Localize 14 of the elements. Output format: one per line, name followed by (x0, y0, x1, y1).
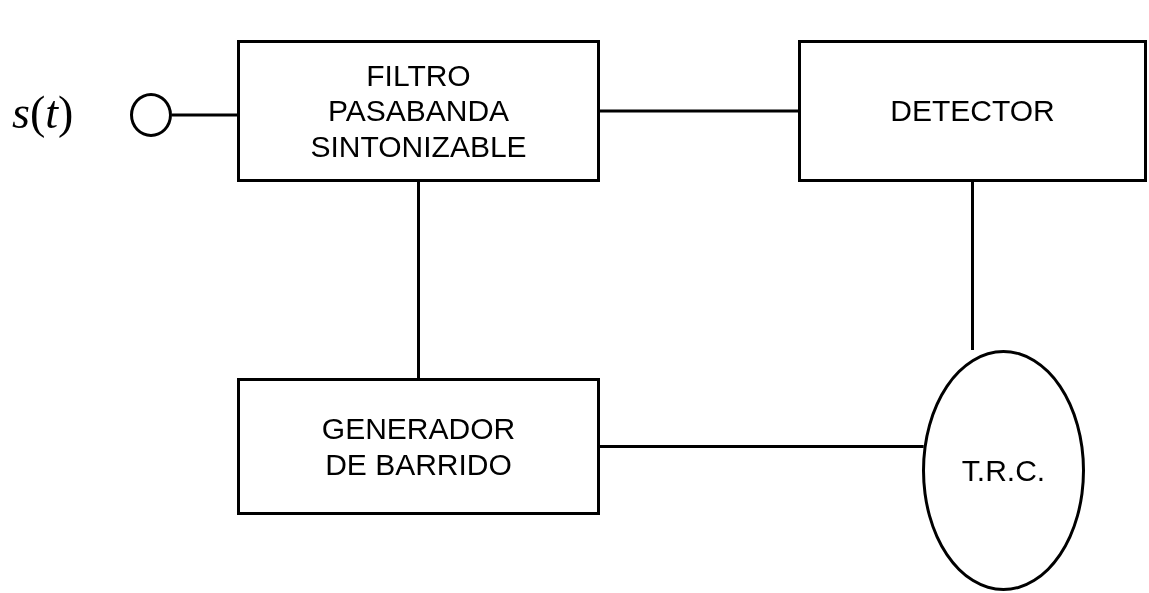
block-label: T.R.C. (960, 452, 1047, 489)
block-box (798, 40, 1147, 182)
block-label: FILTRO PASABANDA SINTONIZABLE (310, 57, 527, 165)
block-box (237, 378, 600, 515)
connector-line (600, 445, 924, 448)
connector-line (600, 109, 798, 113)
signal-label: s(t) (12, 86, 74, 139)
connector-line (971, 182, 974, 350)
terminal-circle (130, 93, 172, 137)
block-label: DETECTOR (889, 93, 1056, 129)
connector-line (417, 182, 420, 378)
block-box (237, 40, 600, 182)
block-label: GENERADOR DE BARRIDO (321, 411, 516, 482)
connector-line (172, 113, 237, 117)
